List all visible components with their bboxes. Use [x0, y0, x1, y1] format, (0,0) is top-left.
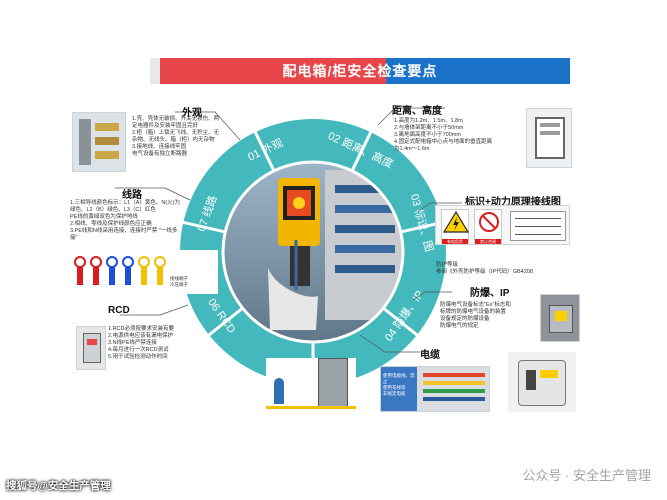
section-title-explosion: 防爆、IP — [470, 288, 510, 299]
center-photo — [223, 162, 403, 342]
label-signs: 有电危险 禁止合闸 — [435, 205, 570, 245]
rcd-device-photo — [508, 352, 576, 412]
rcd-photo — [76, 326, 106, 370]
cable-photo: 使用电缆线，禁止 使用花线等 非规定电缆 — [380, 366, 490, 412]
title-blue-block — [386, 58, 570, 84]
footer-official-account: 公众号 · 安全生产管理 — [522, 468, 651, 483]
connector-lines — [115, 107, 462, 353]
ring-divider — [350, 130, 373, 172]
section-title-distance: 距离、高度 — [392, 106, 442, 117]
ring-divider — [182, 220, 226, 234]
footer-source: 搜狐号@安全生产管理 — [6, 480, 111, 492]
appearance-photo — [72, 112, 126, 172]
title-red-block — [160, 58, 386, 84]
prohibition-icon — [479, 212, 499, 232]
warning-triangle-icon — [442, 210, 470, 233]
ring-divider — [207, 306, 244, 337]
rcd-text: 1.RCD必须按要求安装有要 2.电源供电应该有漏电保护 3.N线PE线严禁连接… — [108, 326, 175, 360]
section-title-cable: 电缆 — [420, 350, 440, 361]
explosion-text: 防爆电气设备标志"Ex"标志和 标牌的防爆电气设备的装置 设备规定的防爆设备 防… — [440, 302, 511, 329]
explosion-photo — [540, 294, 580, 342]
ring-divider — [382, 306, 419, 337]
ring-divider — [253, 130, 276, 172]
wiring-text: 1.三相导线颜色标示：L1（A）黄色、N(火)为 绿色、L2（B）绿色、L3（C… — [70, 200, 181, 241]
cable-installation-figure — [266, 358, 356, 414]
section-title-rcd: RCD — [108, 305, 130, 316]
terminal-caption: 接线端子 冷压端子 — [170, 276, 188, 287]
ip-note-1: 防护等级 — [436, 262, 459, 268]
title-banner: 配电箱/柜安全检查要点 — [150, 58, 570, 84]
danger-sign: 有电危险 — [441, 209, 470, 244]
page-title: 配电箱/柜安全检查要点 — [282, 63, 438, 79]
terminal-connectors-icon — [74, 256, 166, 285]
section-title-appearance: 外观 — [182, 108, 202, 119]
distance-text: 1.高度为1.2m、1.5m、1.8m 2.与墙体架距离不小于50mm 3.离地… — [394, 118, 493, 152]
section-title-label: 标识+动力原理接线图 — [465, 197, 561, 208]
appearance-text: 1.壳、壳体无破损、开关无损伤、两 定电器件及安装牢固且完好 2.柜（箱）上锁无… — [132, 116, 220, 157]
wiring-diagram-thumb — [510, 211, 566, 241]
no-switch-sign: 禁止合闸 — [474, 209, 502, 244]
distance-photo — [526, 108, 572, 168]
ip-note-2: 参阅《外壳防护等级（IP代码）GB4208 — [436, 269, 533, 275]
cable-note: 使用电缆线，禁止 使用花线等 非规定电缆 — [383, 373, 415, 396]
terminals-photo: 接线端子 冷压端子 — [68, 250, 218, 294]
section-title-wiring: 线路 — [122, 190, 142, 201]
